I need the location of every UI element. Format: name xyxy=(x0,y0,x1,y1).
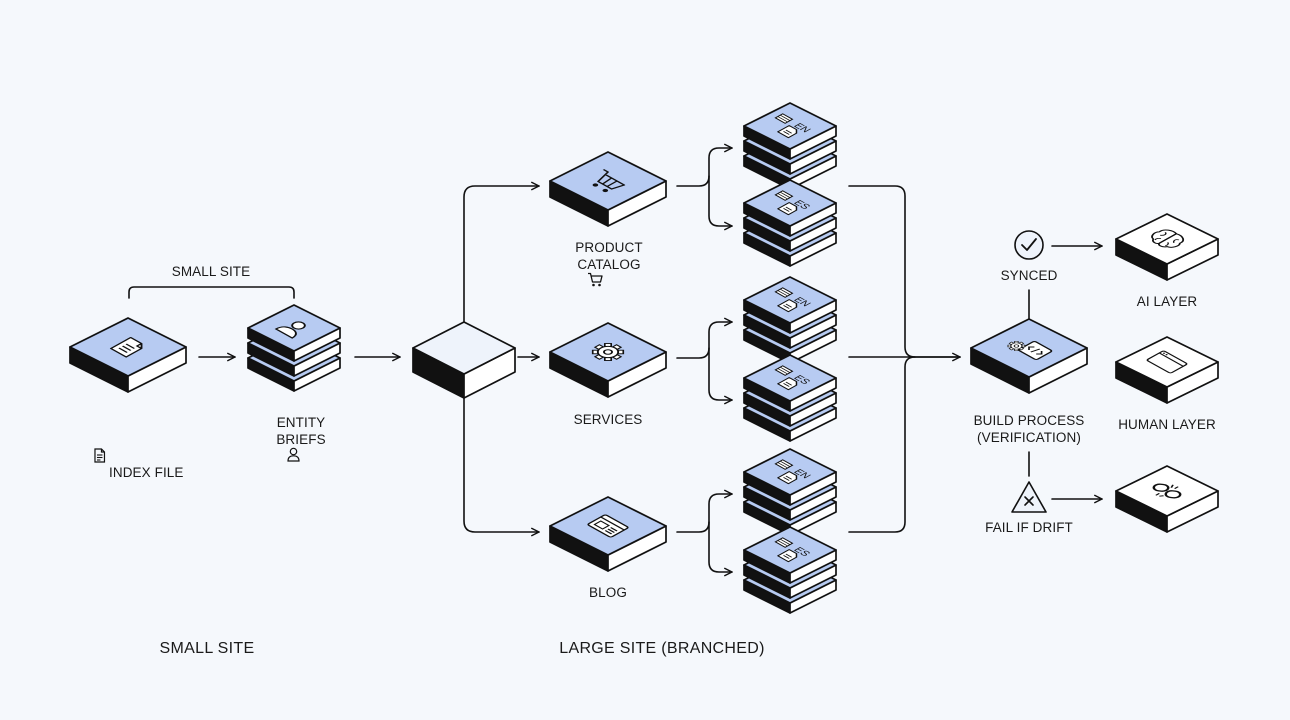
services-tile xyxy=(549,322,667,398)
entity-briefs-icon-wrap xyxy=(264,413,300,500)
ai-layer-label: AI LAYER xyxy=(1136,294,1198,309)
services-es-stack-icon: ES xyxy=(774,365,812,391)
large-site-caption: LARGE SITE (BRANCHED) xyxy=(559,640,765,657)
fail-if-drift-label: FAIL IF DRIFT xyxy=(985,520,1073,535)
blog-to-build-line xyxy=(848,356,916,533)
human-layer-label: HUMAN LAYER xyxy=(1118,417,1216,432)
catalog-es-stack: ES xyxy=(743,179,837,267)
build-process-tile xyxy=(970,318,1088,394)
human-layer-tile xyxy=(1115,336,1219,404)
status-markers xyxy=(1011,230,1047,513)
index-file-label: INDEX FILE xyxy=(108,465,184,480)
blog-es-arrow xyxy=(708,521,733,577)
build-process-tile-icon xyxy=(1007,341,1053,360)
hub-to-blog-arrow xyxy=(463,395,540,537)
catalog-en-arrow xyxy=(676,143,733,187)
document-small-icon xyxy=(70,431,105,484)
ai-layer-tile xyxy=(1115,213,1219,281)
warning-x-icon xyxy=(1011,481,1047,513)
broken-link-tile-icon xyxy=(1152,483,1182,499)
product-catalog-tile-icon xyxy=(592,169,626,193)
person-small-icon xyxy=(264,447,300,482)
small-site-bracket xyxy=(128,286,295,299)
services-es-stack: ES xyxy=(743,354,837,442)
small-site-bracket-label: SMALL SITE xyxy=(171,264,251,279)
blog-en-stack: EN xyxy=(743,448,837,536)
blog-es-stack: ES xyxy=(743,526,837,614)
cart-small-icon xyxy=(564,272,603,307)
hub-tile xyxy=(412,321,516,399)
catalog-es-arrow xyxy=(708,175,733,231)
entity-briefs-stack-icon xyxy=(274,321,306,339)
ai-layer-tile-icon xyxy=(1151,229,1185,248)
catalog-es-stack-icon: ES xyxy=(774,190,812,216)
broken-link-tile xyxy=(1115,465,1219,533)
synced-label: SYNCED xyxy=(1000,268,1058,283)
catalog-en-stack: EN xyxy=(743,102,837,190)
services-label: SERVICES xyxy=(573,412,643,427)
human-layer-tile-icon xyxy=(1146,350,1188,374)
blog-en-stack-icon: EN xyxy=(774,459,813,485)
product-catalog-label: PRODUCT CATALOG xyxy=(575,240,643,272)
services-en-arrow xyxy=(676,317,733,359)
catalog-en-stack-icon: EN xyxy=(774,113,813,139)
index-file-caption: INDEX FILE xyxy=(54,414,183,501)
services-tile-icon xyxy=(591,343,625,361)
services-en-stack-icon: EN xyxy=(774,287,813,313)
hub-to-catalog-arrow xyxy=(463,181,540,323)
tiles: EN ES EN ES EN ES xyxy=(69,102,1219,614)
blog-en-arrow xyxy=(676,489,733,533)
build-process-label: BUILD PROCESS (VERIFICATION) xyxy=(973,413,1085,445)
services-en-stack: EN xyxy=(743,276,837,364)
blog-tile-icon xyxy=(587,514,629,538)
blog-es-stack-icon: ES xyxy=(774,537,812,563)
index-file-tile xyxy=(69,317,187,393)
entity-briefs-stack xyxy=(247,304,341,392)
cart-small-icon-wrap xyxy=(564,238,603,325)
small-site-caption: SMALL SITE xyxy=(159,640,255,657)
services-es-arrow xyxy=(708,347,733,405)
catalog-to-build-arrow xyxy=(848,185,961,362)
entity-briefs-label: ENTITY BRIEFS xyxy=(276,415,326,447)
blog-tile xyxy=(549,496,667,572)
product-catalog-tile xyxy=(549,151,667,227)
check-circle-icon xyxy=(1014,230,1044,260)
blog-label: BLOG xyxy=(589,585,627,600)
index-file-tile-icon xyxy=(109,336,143,358)
connectors xyxy=(128,143,1103,577)
